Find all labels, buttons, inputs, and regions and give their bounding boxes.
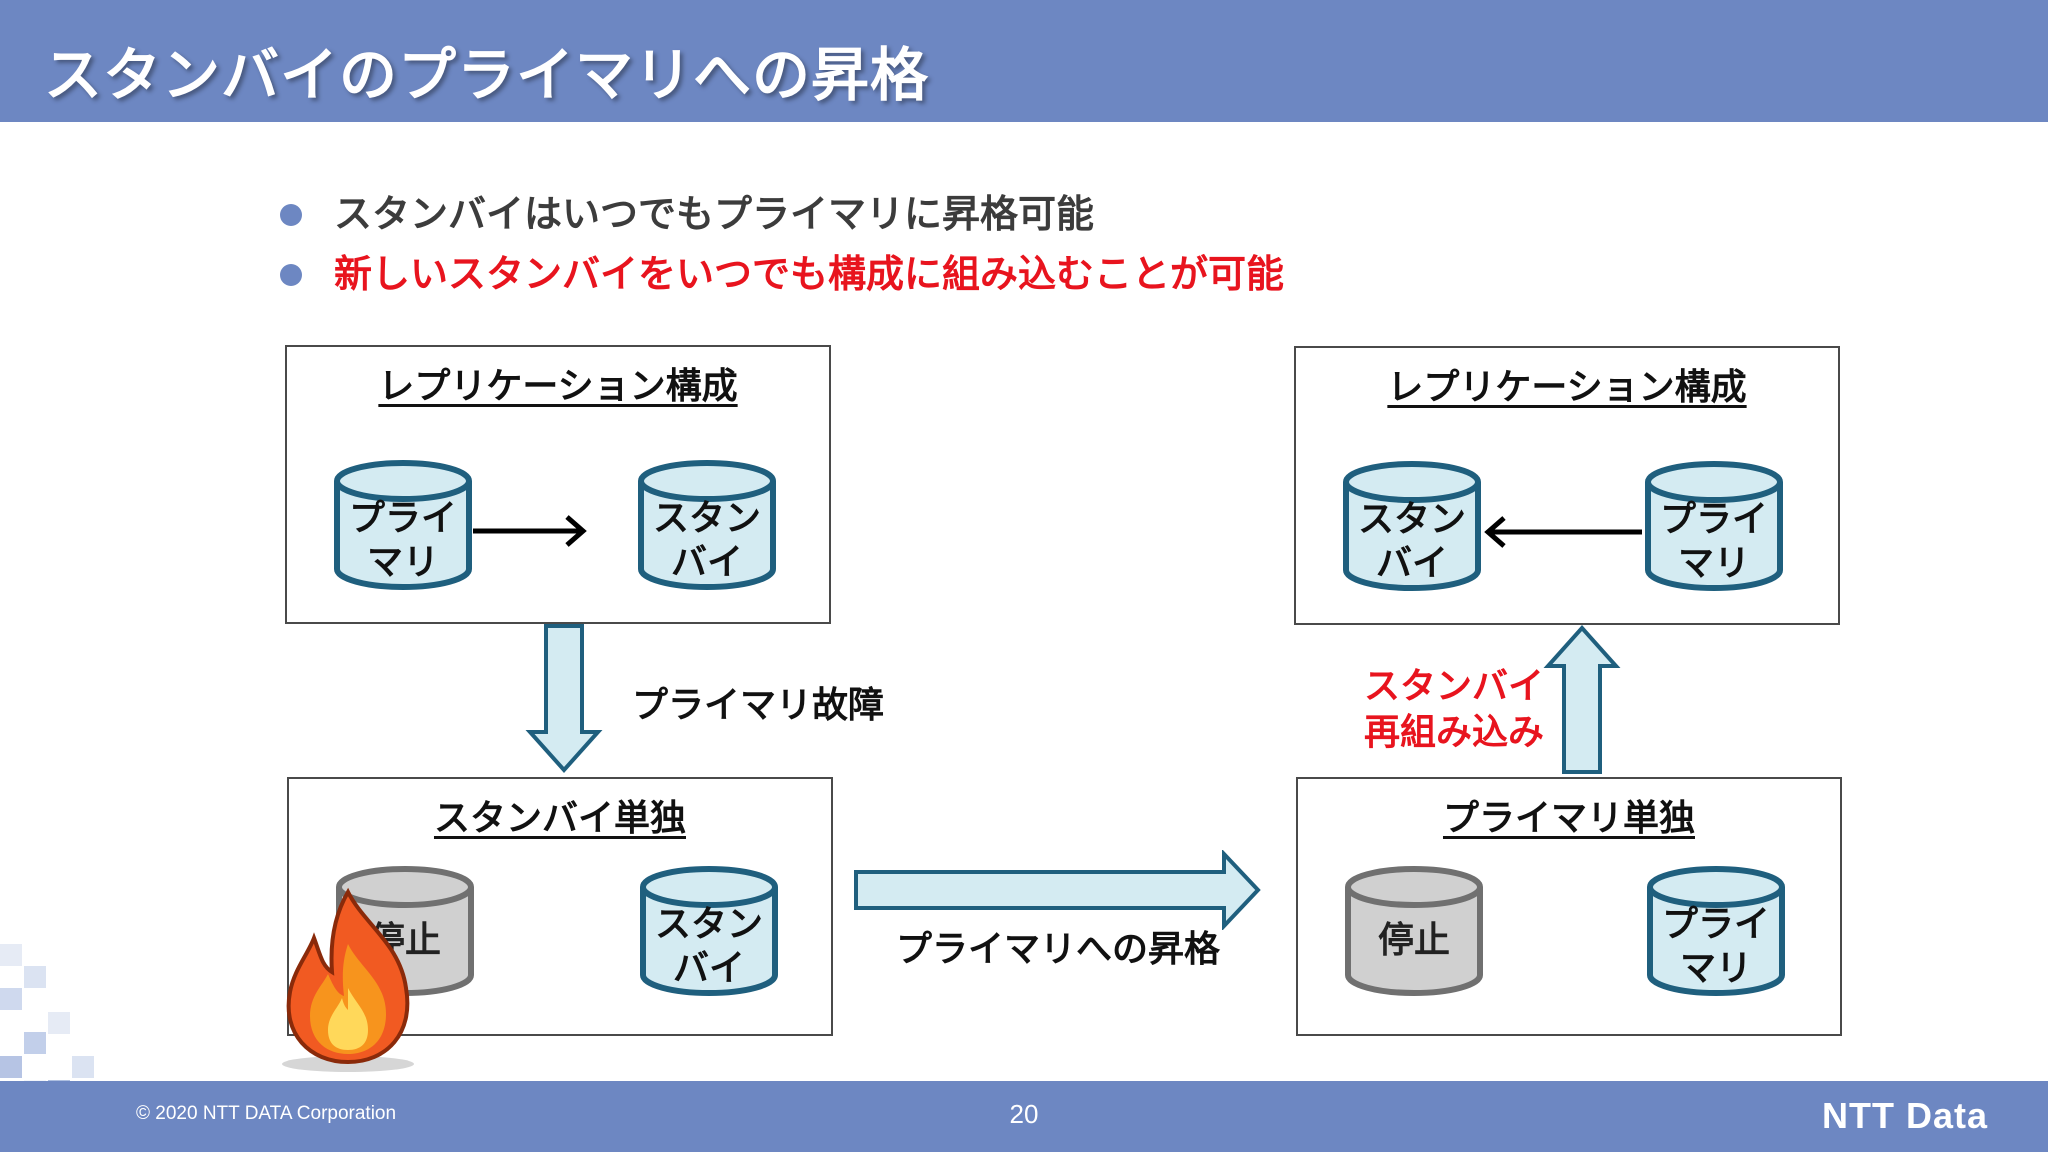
db-label: スタン バイ	[652, 498, 761, 583]
flow-label-rejoin-line2: 再組み込み	[1363, 712, 1544, 753]
slide-title: スタンバイのプライマリへの昇格	[44, 41, 930, 109]
panel-title: レプリケーション構成	[1387, 367, 1747, 408]
db-primary-cylinder: プライ マリ	[1646, 865, 1786, 997]
flow-label-rejoin-line1: スタンバイ	[1363, 666, 1544, 707]
db-primary-cylinder: プライ マリ	[1644, 460, 1784, 592]
up-arrow	[1543, 625, 1621, 774]
replication-arrow-right	[473, 515, 587, 547]
bullet-item: スタンバイはいつでもプライマリに昇格可能	[280, 184, 1284, 244]
bullet-text: スタンバイはいつでもプライマリに昇格可能	[334, 192, 1095, 236]
flow-label-rejoin: スタンバイ 再組み込み	[1356, 664, 1552, 756]
db-label: 停止	[1377, 920, 1450, 961]
bullet-dot-icon	[280, 204, 302, 226]
panel-primary-only: プライマリ単独 停止 プライ マリ	[1296, 777, 1842, 1036]
db-label: プライ マリ	[1659, 499, 1768, 584]
flow-label-failure: プライマリ故障	[632, 685, 885, 726]
db-label: スタン バイ	[654, 904, 763, 989]
flow-label-promotion: プライマリへの昇格	[896, 929, 1221, 970]
db-label: プライ マリ	[348, 498, 457, 583]
slide-footer: © 2020 NTT DATA Corporation 20 NTT Data	[0, 1081, 2048, 1152]
bullet-text: 新しいスタンバイをいつでも構成に組み込むことが可能	[334, 252, 1285, 296]
page-number: 20	[1009, 1099, 1039, 1129]
db-stopped-cylinder: 停止	[1344, 865, 1484, 997]
db-label: プライ マリ	[1661, 904, 1770, 989]
panel-replication-after: レプリケーション構成 スタン バイ プライ マリ	[1294, 346, 1840, 625]
panel-title: プライマリ単独	[1442, 798, 1695, 839]
db-standby-cylinder: スタン バイ	[1342, 460, 1482, 592]
right-arrow	[854, 850, 1261, 930]
db-standby-cylinder: スタン バイ	[637, 459, 777, 591]
panel-standby-only: スタンバイ単独 停止 スタン バイ	[287, 777, 833, 1036]
bullet-item-highlight: 新しいスタンバイをいつでも構成に組み込むことが可能	[280, 244, 1284, 304]
db-label: スタン バイ	[1357, 499, 1466, 584]
fire-icon	[282, 887, 414, 1072]
down-arrow	[525, 624, 603, 773]
db-primary-cylinder: プライ マリ	[333, 459, 473, 591]
ntt-data-logo: NTT Data	[1822, 1095, 1989, 1136]
panel-title: スタンバイ単独	[433, 798, 686, 839]
panel-title: レプリケーション構成	[378, 366, 738, 407]
slide-header: スタンバイのプライマリへの昇格	[0, 0, 2048, 122]
bullet-list: スタンバイはいつでもプライマリに昇格可能 新しいスタンバイをいつでも構成に組み込…	[280, 184, 1284, 304]
copyright-text: © 2020 NTT DATA Corporation	[136, 1103, 397, 1124]
bullet-dot-icon	[280, 264, 302, 286]
replication-arrow-left	[1484, 516, 1642, 548]
panel-replication-before: レプリケーション構成 プライ マリ スタン バイ	[285, 345, 831, 624]
db-standby-cylinder: スタン バイ	[639, 865, 779, 997]
